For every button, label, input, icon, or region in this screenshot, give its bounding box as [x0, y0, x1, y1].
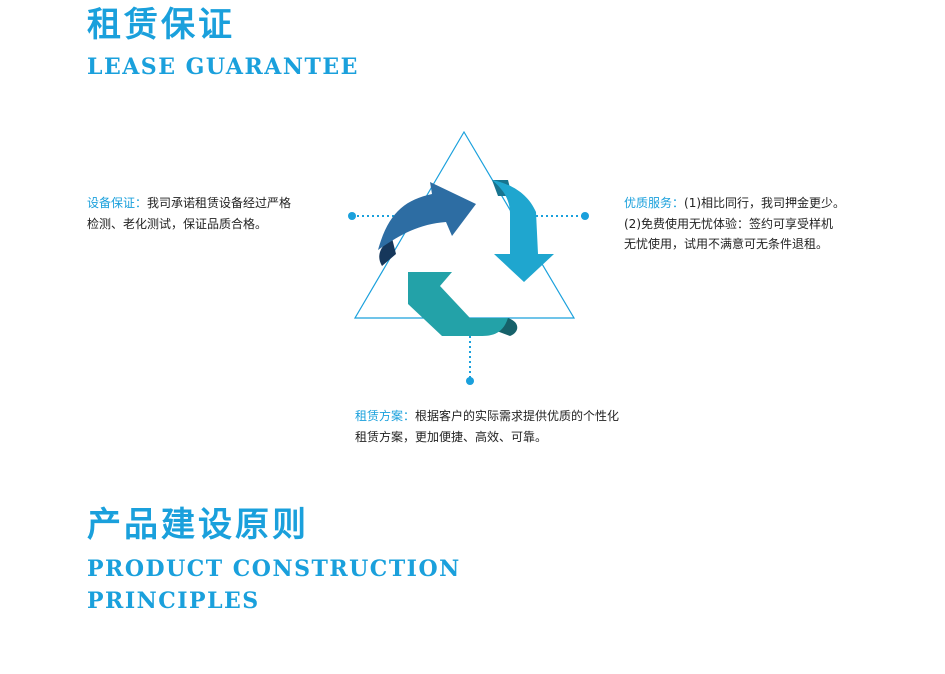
recycle-arrow-dark	[378, 182, 476, 266]
construction-principles-title-en-line1: PRODUCT CONSTRUCTION	[87, 556, 461, 582]
lease-plan-line1: 根据客户的实际需求提供优质的个性化	[415, 409, 620, 423]
equipment-guarantee-line1: 我司承诺租赁设备经过严格	[147, 196, 292, 210]
lease-plan-line2: 租赁方案，更加便捷、高效、可靠。	[355, 429, 548, 444]
construction-principles-title-cn: 产品建设原则	[87, 505, 309, 545]
recycle-arrow-light	[492, 180, 554, 282]
quality-service-line3: 无忧使用，试用不满意可无条件退租。	[624, 237, 829, 251]
lease-guarantee-title-cn: 租赁保证	[87, 5, 235, 45]
equipment-guarantee-block: 设备保证：我司承诺租赁设备经过严格 检测、老化测试，保证品质合格。	[87, 193, 291, 234]
quality-service-block: 优质服务：(1)相比同行，我司押金更少。 (2)免费使用无忧体验：签约可享受样机…	[624, 193, 845, 255]
lease-plan-label: 租赁方案：	[355, 409, 416, 423]
equipment-guarantee-label: 设备保证：	[87, 196, 148, 210]
quality-service-line2: (2)免费使用无忧体验：签约可享受样机	[624, 216, 833, 231]
lease-guarantee-title-en: LEASE GUARANTEE	[87, 54, 359, 80]
connector-left-dot	[348, 212, 356, 220]
connector-right-dot	[581, 212, 589, 220]
equipment-guarantee-line2: 检测、老化测试，保证品质合格。	[87, 216, 268, 231]
lease-plan-block: 租赁方案：根据客户的实际需求提供优质的个性化 租赁方案，更加便捷、高效、可靠。	[355, 406, 619, 447]
quality-service-label: 优质服务：	[624, 196, 685, 210]
construction-principles-title-en-line2: PRINCIPLES	[87, 588, 260, 614]
connector-bottom-dot	[466, 377, 474, 385]
recycle-arrow-teal	[408, 272, 518, 336]
quality-service-line1: (1)相比同行，我司押金更少。	[684, 196, 846, 210]
